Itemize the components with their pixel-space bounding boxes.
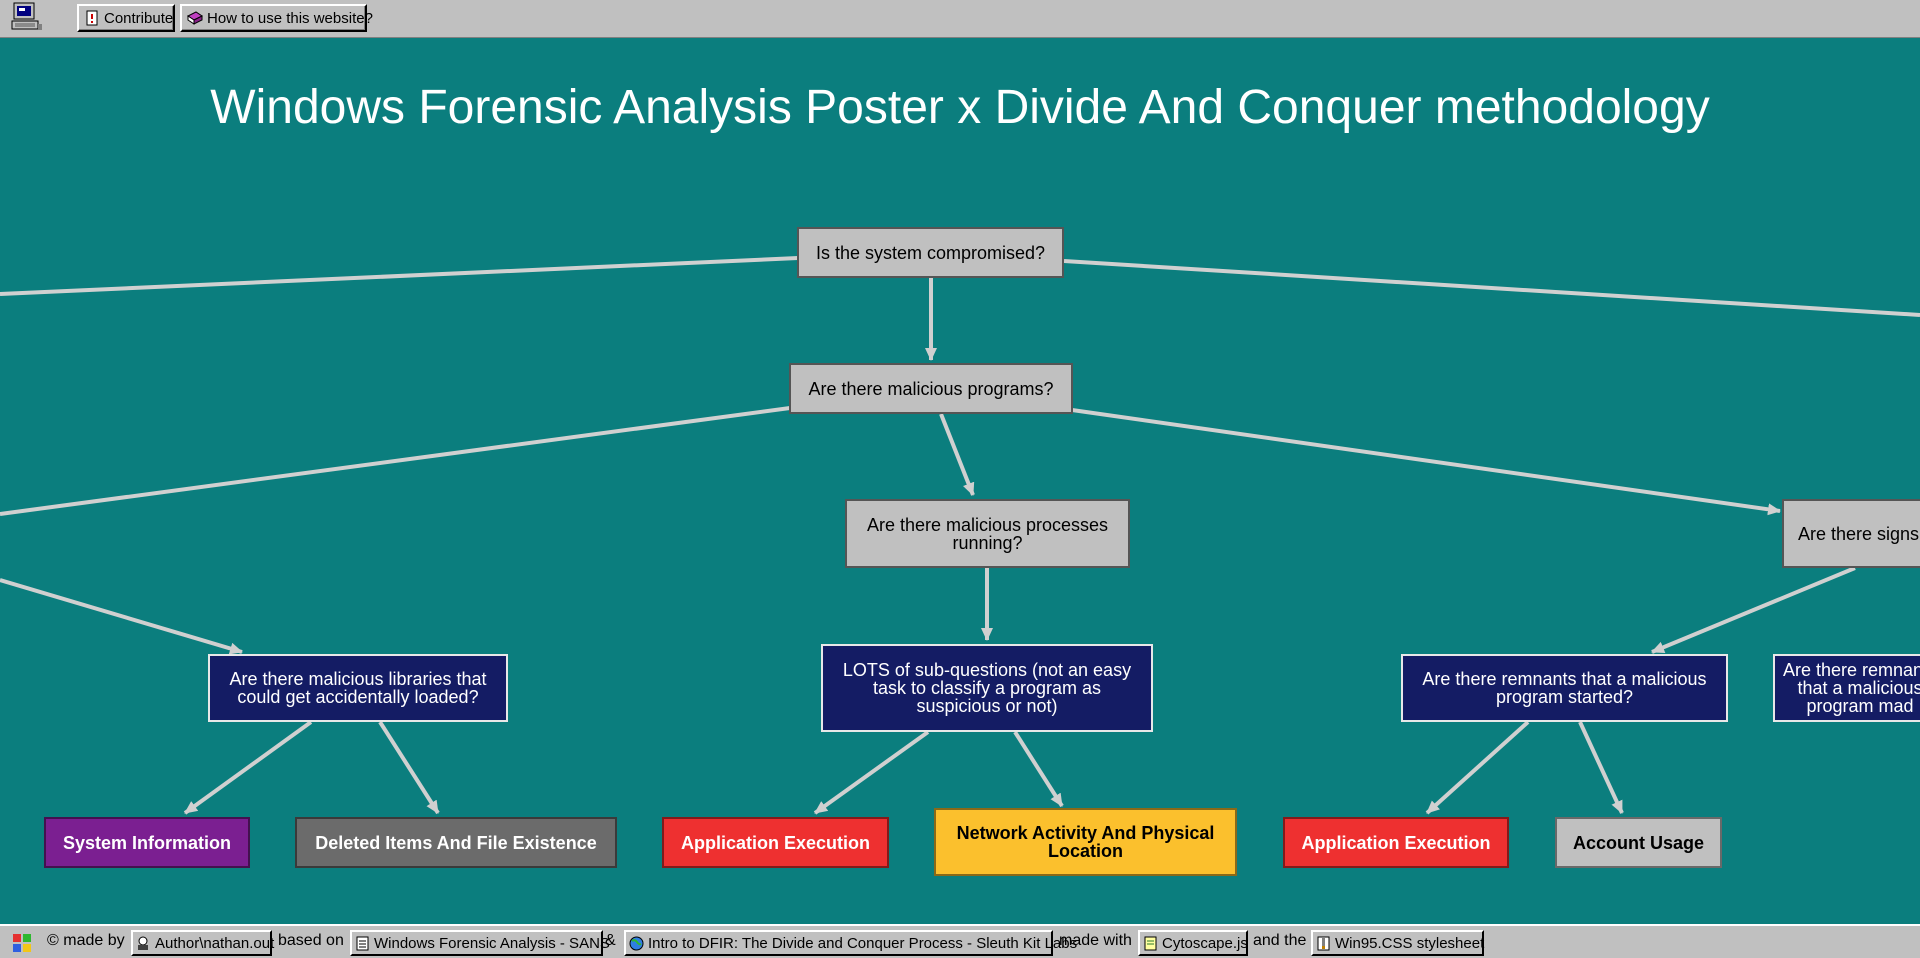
node-malicious-programs[interactable]: Are there malicious programs? <box>789 363 1073 414</box>
category-network-activity[interactable]: Network Activity And Physical Location <box>934 808 1237 876</box>
page-title: Windows Forensic Analysis Poster x Divid… <box>210 81 1710 134</box>
node-malicious-processes[interactable]: Are there malicious processes running? <box>845 499 1130 568</box>
node-label: Are there malicious programs? <box>808 378 1054 399</box>
made-with-text: made with <box>1059 932 1132 949</box>
book-icon <box>187 10 203 26</box>
zip-file-icon <box>1316 936 1331 951</box>
cytoscape-label: Cytoscape.js <box>1162 934 1248 952</box>
category-label: Application Execution <box>1301 832 1491 853</box>
edge-programs-left <box>0 406 791 516</box>
edge-root-left <box>0 256 799 296</box>
node-label: Are there malicious processes running? <box>866 514 1109 553</box>
intro-dfir-link[interactable]: Intro to DFIR: The Divide and Conquer Pr… <box>624 930 1077 956</box>
node-label: Is the system compromised? <box>815 242 1046 263</box>
edge-signs-remnants <box>1651 566 1856 654</box>
category-label: Account Usage <box>1572 832 1705 853</box>
author-link[interactable]: Author\nathan.out <box>131 930 275 956</box>
edge-left-libraries <box>0 578 243 655</box>
node-label: LOTS of sub-questions (not an easy task … <box>842 660 1132 716</box>
node-are-there-signs[interactable]: Are there signs <box>1782 499 1920 568</box>
edge-lots-network <box>1013 730 1064 808</box>
globe-icon <box>629 936 644 951</box>
edge-libraries-sysinfo <box>183 720 313 815</box>
bottom-taskbar: © made by Author\nathan.out based on Win… <box>0 924 1920 958</box>
node-remnants-partial[interactable]: Are there remnants that a malicious prog… <box>1773 654 1920 722</box>
category-label: Deleted Items And File Existence <box>315 832 597 853</box>
and-the-text: and the <box>1253 932 1307 949</box>
windows-logo-icon <box>12 933 32 953</box>
edge-programs-processes <box>939 413 975 496</box>
category-label: Application Execution <box>680 832 871 853</box>
intro-dfir-label: Intro to DFIR: The Divide and Conquer Pr… <box>648 934 1078 952</box>
category-account-usage[interactable]: Account Usage <box>1555 817 1722 868</box>
node-label: Are there remnants that a malicious prog… <box>1422 669 1707 707</box>
cytoscape-link[interactable]: Cytoscape.js <box>1138 930 1248 956</box>
author-label: Author\nathan.out <box>155 934 275 952</box>
contribute-label: Contribute <box>104 9 174 27</box>
user-icon <box>136 936 151 951</box>
computer-icon[interactable] <box>10 2 44 34</box>
category-deleted-items[interactable]: Deleted Items And File Existence <box>295 817 617 868</box>
sans-label: Windows Forensic Analysis - SANS <box>374 934 610 952</box>
node-is-system-compromised[interactable]: Is the system compromised? <box>797 227 1064 278</box>
how-to-use-button[interactable]: How to use this website? <box>180 4 373 32</box>
edge-root-right <box>1063 259 1920 317</box>
sans-link[interactable]: Windows Forensic Analysis - SANS <box>350 930 610 956</box>
edge-libraries-deleted <box>378 720 440 815</box>
edge-programs-signs <box>1071 408 1781 516</box>
category-label: System Information <box>62 832 232 853</box>
win95css-link[interactable]: Win95.CSS stylesheet <box>1311 930 1484 956</box>
edge-remnants-appexec <box>1425 720 1530 815</box>
document-icon <box>84 10 100 26</box>
node-malicious-libraries[interactable]: Are there malicious libraries that could… <box>208 654 508 722</box>
edge-remnants-account <box>1578 721 1624 814</box>
made-by-text: © made by <box>47 932 125 949</box>
category-application-execution-2[interactable]: Application Execution <box>1283 817 1509 868</box>
file-icon <box>1143 936 1158 951</box>
top-toolbar: Contribute How to use this website? <box>0 0 1920 38</box>
win95css-label: Win95.CSS stylesheet <box>1335 934 1485 952</box>
category-application-execution-1[interactable]: Application Execution <box>662 817 889 868</box>
node-lots-of-subquestions[interactable]: LOTS of sub-questions (not an easy task … <box>821 644 1153 732</box>
node-remnants-started[interactable]: Are there remnants that a malicious prog… <box>1401 654 1728 722</box>
contribute-button[interactable]: Contribute <box>77 4 175 32</box>
document-icon <box>355 936 370 951</box>
based-on-text: based on <box>278 932 344 949</box>
category-label: Network Activity And Physical Location <box>956 823 1215 861</box>
edge-lots-appexec <box>813 730 930 815</box>
how-to-use-label: How to use this website? <box>207 9 373 27</box>
node-label: Are there signs <box>1798 523 1920 544</box>
category-system-information[interactable]: System Information <box>44 817 250 868</box>
node-label: Are there malicious libraries that could… <box>229 669 487 707</box>
ampersand-text: & <box>605 932 616 949</box>
node-label: Are there remnants that a malicious prog… <box>1782 660 1920 716</box>
